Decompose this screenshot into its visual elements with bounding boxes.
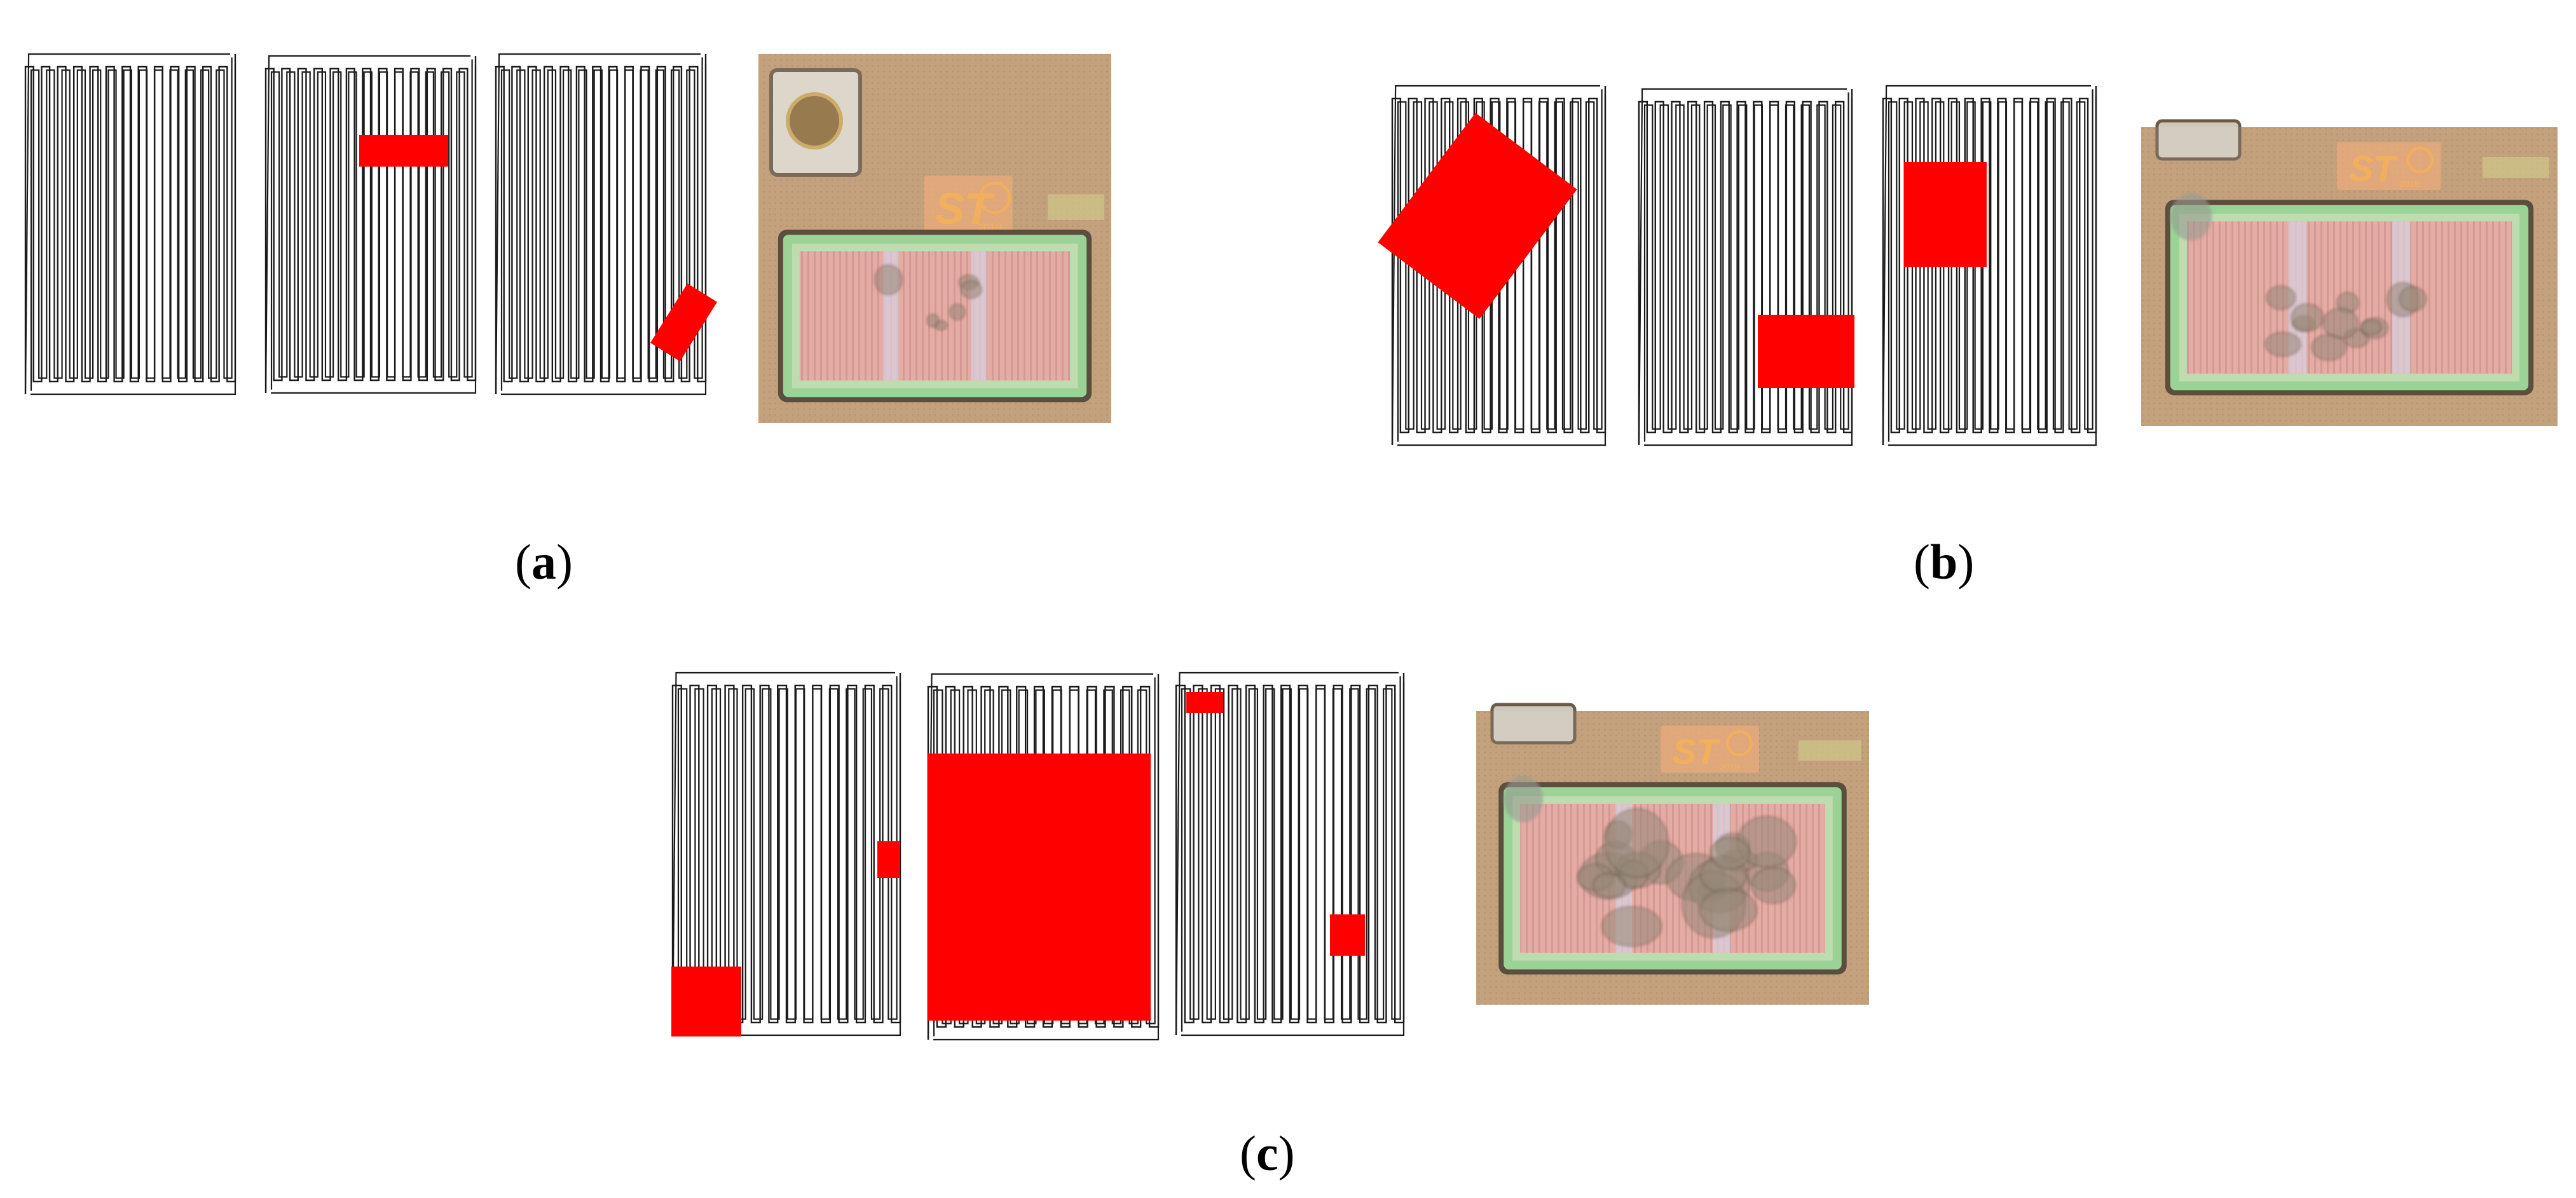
caption-a: (a) bbox=[515, 534, 573, 589]
caption-letter-a: a bbox=[531, 534, 556, 589]
serpentine-pattern-c-1 bbox=[671, 671, 901, 1036]
caption-letter-c: c bbox=[1256, 1126, 1278, 1181]
defect-b-3-1 bbox=[1904, 162, 1987, 267]
defect-b-1-1 bbox=[1378, 113, 1577, 319]
caption-b: (b) bbox=[1914, 534, 1975, 589]
caption-letter-b: b bbox=[1929, 534, 1958, 589]
logo-year: 2019 bbox=[1720, 761, 1739, 771]
defect-overlays-layer bbox=[359, 113, 1987, 1036]
serpentine-pattern-a-1 bbox=[24, 53, 236, 396]
serpentine-pattern-a-2 bbox=[264, 55, 477, 394]
defect-c-3-2 bbox=[1330, 914, 1365, 956]
logo-text: ST bbox=[2350, 149, 2399, 189]
serpentine-pattern-c-3 bbox=[1175, 671, 1405, 1036]
serpentine-pattern-b-2 bbox=[1638, 88, 1853, 446]
logo-text: ST bbox=[1673, 732, 1720, 771]
defect-b-2-1 bbox=[1758, 315, 1854, 388]
defect-c-1-1 bbox=[671, 967, 741, 1036]
defect-c-1-2 bbox=[877, 841, 900, 878]
defect-c-2-1 bbox=[928, 754, 1151, 1021]
defect-a-2-1 bbox=[359, 135, 448, 167]
defect-a-3-1 bbox=[650, 283, 717, 362]
caption-c: (c) bbox=[1240, 1126, 1295, 1181]
defect-c-3-1 bbox=[1186, 692, 1223, 713]
serpentine-pattern-b-3 bbox=[1882, 85, 2097, 446]
logo-year: 2019 bbox=[2399, 179, 2420, 189]
